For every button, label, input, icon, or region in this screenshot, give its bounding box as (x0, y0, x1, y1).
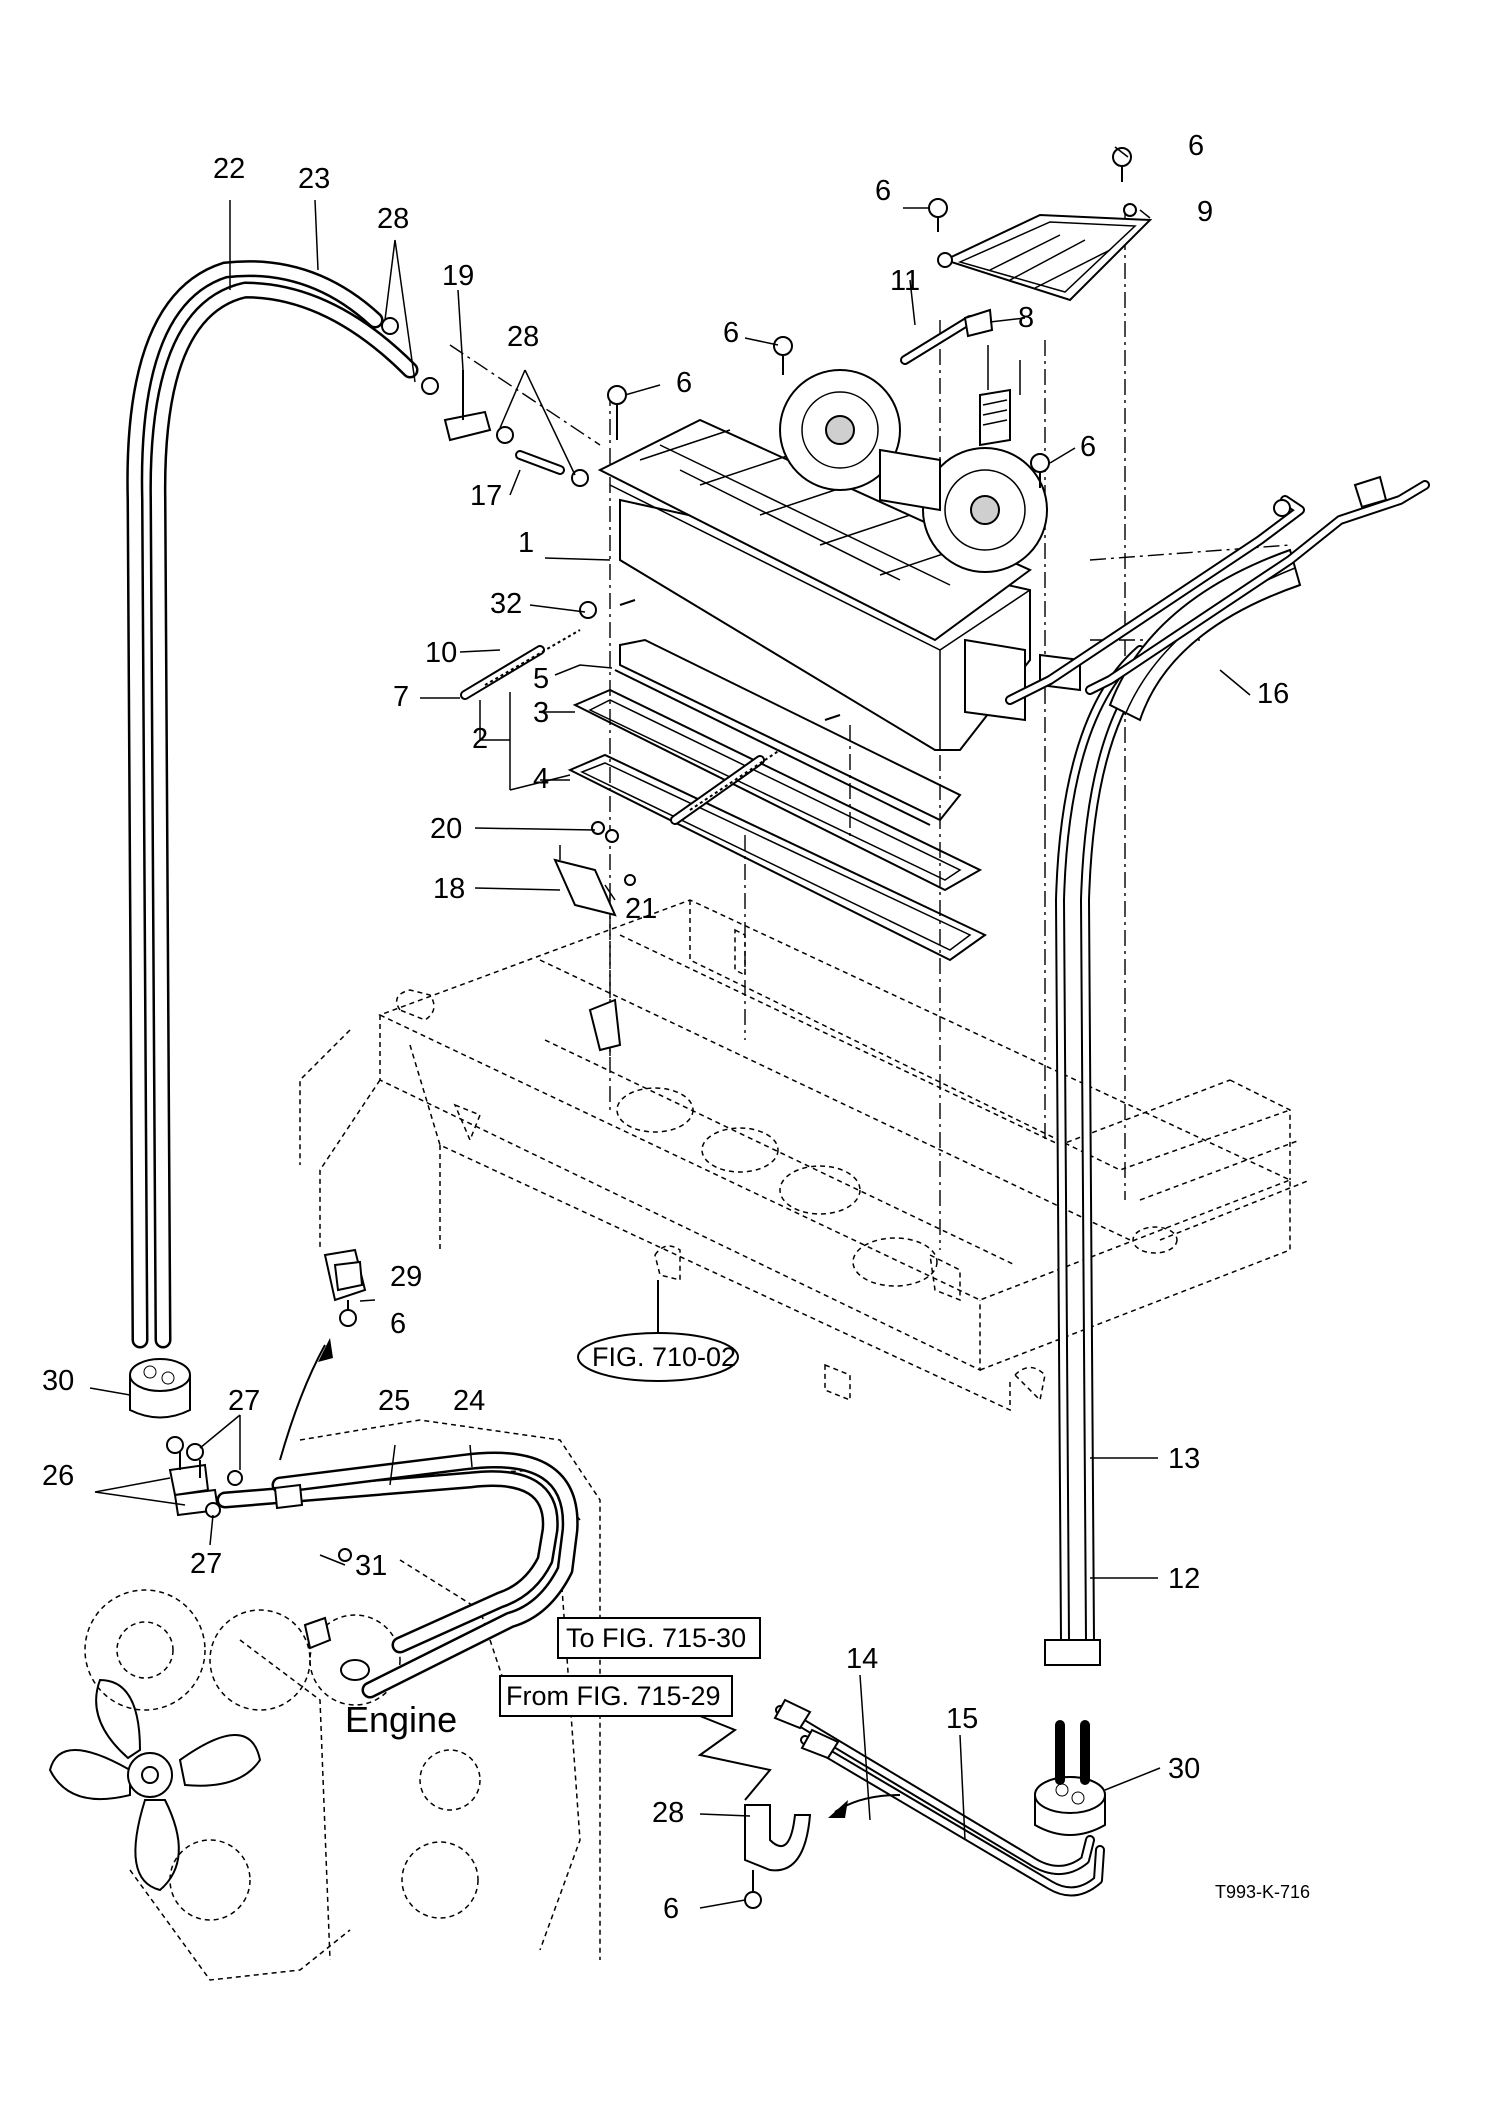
callout-6-b: 6 (723, 317, 739, 349)
callout-24: 24 (453, 1385, 485, 1417)
callout-6-g: 6 (390, 1308, 406, 1340)
clamp-bracket (553, 821, 636, 1052)
leader-lines (89, 146, 1251, 1909)
callout-11: 11 (890, 265, 920, 297)
callout-21: 21 (625, 893, 657, 925)
callout-6-a: 6 (676, 367, 692, 399)
callout-30-left: 30 (42, 1365, 74, 1397)
callout-23: 23 (298, 163, 330, 195)
callout-5: 5 (533, 663, 549, 695)
callout-28-lower: 28 (652, 1797, 684, 1829)
callout-31: 31 (355, 1550, 387, 1582)
cab-frame (299, 899, 1311, 1412)
callout-27-lower: 27 (190, 1548, 222, 1580)
clip-29 (323, 1248, 367, 1327)
callout-4: 4 (533, 763, 549, 795)
heater-core-assembly (567, 638, 987, 962)
grommet-right (1034, 1720, 1106, 1836)
callout-15: 15 (946, 1703, 978, 1735)
spring-lines (460, 629, 781, 825)
pointer-arrow-upper (279, 1344, 326, 1461)
grommet-left (129, 1358, 243, 1518)
break-line (697, 1715, 772, 1801)
from-fig-715-29-label: From FIG. 715-29 (506, 1681, 721, 1711)
alignment-lines (449, 205, 1291, 1250)
callout-labels: 22 23 28 19 28 17 6 6 6 6 6 9 11 8 1 32 … (42, 130, 1289, 1925)
callout-3: 3 (533, 697, 549, 729)
callout-12: 12 (1168, 1563, 1200, 1595)
callout-30-right: 30 (1168, 1753, 1200, 1785)
callout-6-d: 6 (1188, 130, 1204, 162)
callout-26: 26 (42, 1460, 74, 1492)
callout-28-upper: 28 (377, 203, 409, 235)
callout-10: 10 (425, 637, 457, 669)
upper-fittings (381, 317, 597, 619)
callout-18: 18 (433, 873, 465, 905)
from-fig-box (499, 1675, 733, 1717)
callout-32: 32 (490, 588, 522, 620)
callout-16: 16 (1257, 678, 1289, 710)
drain-tube (900, 308, 994, 365)
callout-6-f: 6 (663, 1893, 679, 1925)
filter-cover (937, 203, 1153, 302)
callout-27-upper: 27 (228, 1385, 260, 1417)
refrigerant-lines-14-15 (773, 1698, 1105, 1897)
heater-unit (597, 369, 1081, 751)
engine-label: Engine (345, 1699, 457, 1740)
to-fig-box (557, 1617, 761, 1659)
bolts (607, 147, 1132, 488)
callout-29: 29 (390, 1261, 422, 1293)
lower-clamp (744, 1804, 812, 1909)
hose-24-25 (216, 1451, 579, 1699)
callout-25: 25 (378, 1385, 410, 1417)
upper-right-pipes (1005, 475, 1430, 705)
callout-20: 20 (430, 813, 462, 845)
callout-8: 8 (1018, 302, 1034, 334)
callout-7: 7 (393, 681, 409, 713)
arrow-head-upper (318, 1338, 333, 1362)
callout-6-c: 6 (875, 175, 891, 207)
callout-9: 9 (1197, 196, 1213, 228)
callout-14: 14 (846, 1643, 878, 1675)
to-fig-715-30-label: To FIG. 715-30 (566, 1623, 746, 1653)
callout-13: 13 (1168, 1443, 1200, 1475)
callout-19: 19 (442, 260, 474, 292)
fig-710-02-label: FIG. 710-02 (592, 1342, 736, 1372)
callout-17: 17 (470, 480, 502, 512)
callout-1: 1 (518, 527, 534, 559)
callout-2: 2 (472, 723, 488, 755)
hose-22-23 (126, 260, 419, 1349)
arrow-head-lower (828, 1800, 848, 1818)
resistor-connector (979, 345, 1021, 447)
figure-id: T993-K-716 (1215, 1882, 1310, 1902)
callout-22: 22 (213, 153, 245, 185)
callout-6-e: 6 (1080, 431, 1096, 463)
callout-28-mid: 28 (507, 321, 539, 353)
hose-12-13 (1044, 645, 1155, 1666)
